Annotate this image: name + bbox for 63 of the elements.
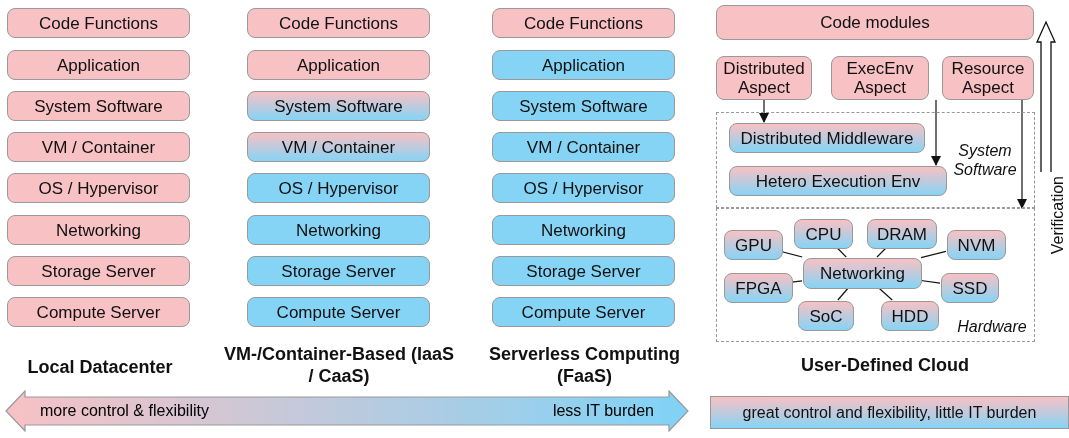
aspect-box: ExecEnv Aspect	[831, 56, 929, 100]
component-box: NVM	[947, 230, 1006, 260]
column-title: VM-/Container-Based (IaaS / CaaS)	[223, 343, 455, 387]
axis-label: Verification	[1048, 176, 1067, 255]
connector-line	[920, 279, 941, 284]
connector-line	[781, 251, 803, 258]
arrow-label: more control & flexibility	[40, 401, 209, 420]
component-box: CPU	[794, 219, 853, 249]
component-box: HDD	[881, 301, 939, 331]
layer-box: Compute Server	[492, 297, 675, 327]
layer-box: Application	[247, 50, 430, 80]
component-box: DRAM	[867, 219, 937, 249]
layer-box: Hetero Execution Env	[729, 166, 947, 196]
region-label: Hardware	[956, 317, 1028, 336]
layer-box: Compute Server	[247, 297, 430, 327]
module-box: Code modules	[716, 5, 1034, 40]
connector-line	[836, 247, 847, 258]
component-box: SSD	[941, 273, 999, 303]
layer-box: Distributed Middleware	[729, 123, 925, 153]
arrow	[759, 99, 769, 123]
layer-box: VM / Container	[492, 132, 675, 162]
column-title: Local Datacenter	[26, 356, 174, 378]
arrow	[1017, 99, 1027, 209]
dashed-region	[716, 208, 1035, 342]
connector-line	[876, 247, 887, 258]
column-title: Serverless Computing (FaaS)	[487, 343, 682, 387]
layer-box: Code Functions	[7, 8, 190, 38]
aspect-box: Distributed Aspect	[716, 56, 812, 100]
component-box: FPGA	[724, 273, 793, 303]
column-title: User-Defined Cloud	[800, 354, 970, 376]
layer-box: OS / Hypervisor	[247, 173, 430, 203]
aspect-box: Resource Aspect	[942, 56, 1034, 100]
component-box: SoC	[798, 301, 854, 331]
layer-box: Compute Server	[7, 297, 190, 327]
layer-box: VM / Container	[7, 132, 190, 162]
component-box: GPU	[724, 230, 783, 260]
layer-box: System Software	[7, 91, 190, 121]
layer-box: System Software	[247, 91, 430, 121]
layer-box: Storage Server	[7, 256, 190, 286]
connector-line	[920, 250, 947, 259]
layer-box: System Software	[492, 91, 675, 121]
layer-box: OS / Hypervisor	[492, 173, 675, 203]
banner-bar: great control and flexibility, little IT burden	[710, 396, 1069, 429]
layer-box: Application	[7, 50, 190, 80]
layer-box: Storage Server	[247, 256, 430, 286]
connector-line	[791, 280, 803, 283]
layer-box: VM / Container	[247, 132, 430, 162]
arrow	[931, 99, 941, 166]
connector-line	[878, 287, 893, 301]
dashed-region	[716, 112, 1035, 208]
region-label: System Software	[952, 141, 1018, 179]
connector-line	[837, 287, 849, 301]
layer-box: Code Functions	[247, 8, 430, 38]
layer-box: Application	[492, 50, 675, 80]
layer-box: Networking	[492, 215, 675, 245]
arrow-label: less IT burden	[552, 401, 654, 420]
double-arrow	[5, 390, 689, 432]
network-box: Networking	[803, 258, 922, 289]
layer-box: Code Functions	[492, 8, 675, 38]
layer-box: Networking	[7, 215, 190, 245]
layer-box: OS / Hypervisor	[7, 173, 190, 203]
layer-box: Networking	[247, 215, 430, 245]
layer-box: Storage Server	[492, 256, 675, 286]
